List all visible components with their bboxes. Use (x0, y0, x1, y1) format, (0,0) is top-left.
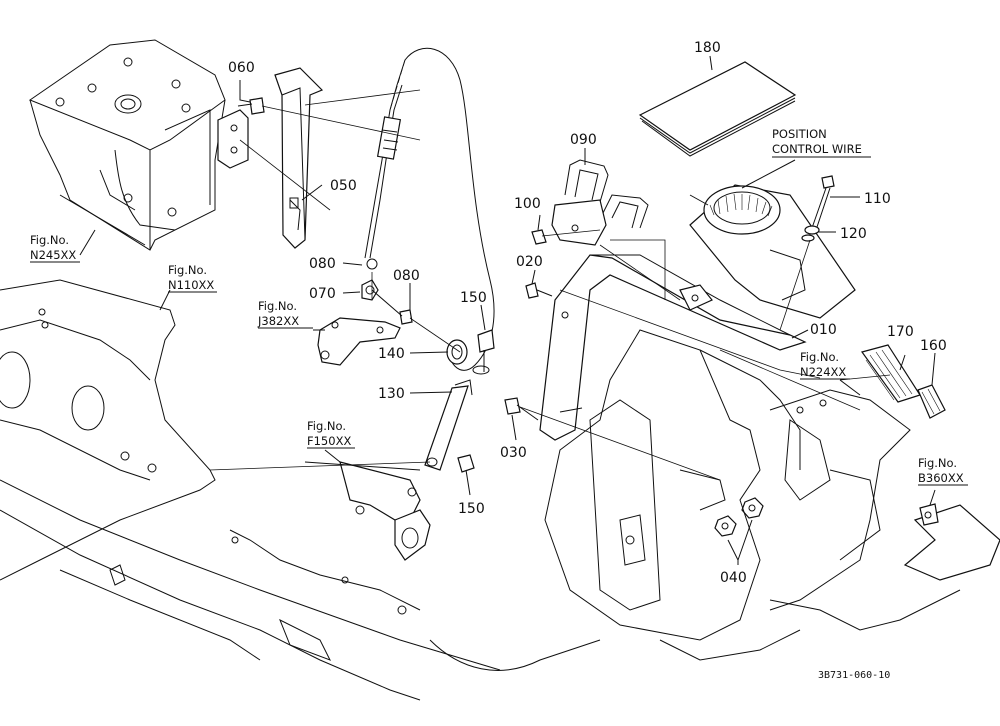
part-label-150-lower: 150 (458, 501, 485, 517)
manual-180 (638, 61, 797, 157)
bolt-110 (801, 175, 835, 242)
fig-ref-b360-line1: Fig.No. (918, 456, 957, 470)
control-cable (364, 47, 495, 371)
part-label-070: 070 (309, 286, 336, 302)
fig-ref-f150-line2: F150XX (307, 434, 351, 448)
drawing-code: 3B731-060-10 (818, 670, 890, 681)
part-label-120: 120 (840, 226, 867, 242)
part-label-020: 020 (516, 254, 543, 270)
position-wire-label-line1: POSITION (772, 127, 827, 141)
part-label-130: 130 (378, 386, 405, 402)
leader-lines (79, 55, 936, 565)
part-label-150-upper: 150 (460, 290, 487, 306)
position-wire-label-line2: CONTROL WIRE (772, 142, 862, 156)
fig-ref-n224-line1: Fig.No. (800, 350, 839, 364)
fig-ref-j382-line2: J382XX (257, 314, 299, 328)
chassis-frame (0, 279, 501, 701)
arm-j382 (317, 317, 401, 366)
plate-160 (917, 384, 946, 419)
part-label-160: 160 (920, 338, 947, 354)
fig-ref-f150-line1: Fig.No. (307, 419, 346, 433)
frame-n224 (769, 389, 961, 631)
part-number-labels: 060 050 080 070 080 150 140 130 150 030 … (228, 40, 947, 586)
fig-ref-j382-line1: Fig.No. (258, 299, 297, 313)
fasteners (457, 229, 553, 473)
figure-references: Fig.No. N245XX Fig.No. N110XX Fig.No. J3… (30, 233, 968, 486)
part-label-080-upper: 080 (309, 256, 336, 272)
part-label-040: 040 (720, 570, 747, 586)
right-frame (429, 329, 801, 671)
mounting-plate (217, 97, 265, 169)
part-label-100: 100 (514, 196, 541, 212)
lever-050 (274, 67, 324, 249)
fig-ref-n110-line1: Fig.No. (168, 263, 207, 277)
fig-ref-b360-line2: B360XX (918, 471, 964, 485)
alignment-lines (209, 89, 891, 481)
part-label-060: 060 (228, 60, 255, 76)
fig-ref-n110-line2: N110XX (168, 278, 214, 292)
bracket-f150 (304, 461, 431, 561)
position-wire-knob (689, 184, 856, 319)
part-label-080-lower: 080 (393, 268, 420, 284)
part-b360 (903, 503, 1000, 581)
clamp-140 (446, 329, 495, 375)
fig-ref-n224-line2: N224XX (800, 365, 846, 379)
rod-end-joint (361, 279, 413, 325)
part-label-170: 170 (887, 324, 914, 340)
part-label-090: 090 (570, 132, 597, 148)
nuts-040 (714, 497, 764, 537)
plate-170 (861, 344, 921, 403)
fig-ref-n245-line1: Fig.No. (30, 233, 69, 247)
fig-ref-n245-line2: N245XX (30, 248, 76, 262)
position-wire-label: POSITION CONTROL WIRE (772, 127, 871, 158)
part-label-110: 110 (864, 191, 891, 207)
part-label-180: 180 (694, 40, 721, 56)
part-label-050: 050 (330, 178, 357, 194)
u-clip-090 (551, 159, 649, 246)
upper-bracket (28, 39, 226, 251)
part-label-140: 140 (378, 346, 405, 362)
part-label-030: 030 (500, 445, 527, 461)
part-label-010: 010 (810, 322, 837, 338)
